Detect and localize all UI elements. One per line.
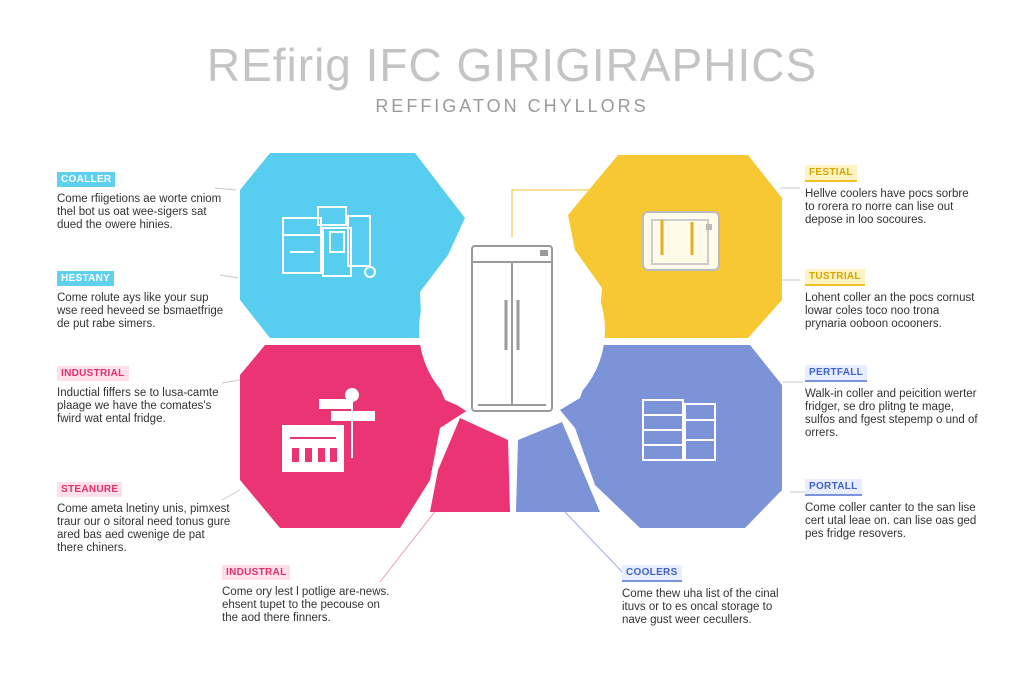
- callout-tag: COALLER: [57, 172, 116, 187]
- callout-left-1: COALLER Come rfiigetions ae worte cniom …: [57, 169, 232, 232]
- callout-text: Come coller canter to the san lise cert …: [805, 502, 977, 540]
- callout-text: Walk-in coller and peicition werter frid…: [805, 388, 978, 439]
- callout-tag: COOLERS: [622, 565, 682, 582]
- connector-line: [379, 504, 441, 583]
- callout-left-4: STEANURE Come ameta lnetiny unis, pimxes…: [57, 479, 232, 555]
- callout-text: Come thew uha list of the cinal ituvs or…: [622, 588, 779, 626]
- connector-lines: [214, 187, 806, 583]
- cabinet-icon: [642, 399, 716, 461]
- callout-right-4: PORTALL Come coller canter to the san li…: [805, 476, 980, 541]
- callout-text: Hellve coolers have pocs sorbre to rorer…: [805, 188, 969, 226]
- connector-line: [219, 274, 239, 279]
- callout-text: Come rfiigetions ae worte cniom thel bot…: [57, 193, 222, 231]
- appliances-icon: [282, 206, 376, 278]
- callout-tag: STEANURE: [57, 482, 123, 497]
- connector-line: [511, 189, 610, 240]
- callout-left-3: INDUSTRIAL Inductial fiffers se to lusa-…: [57, 363, 232, 426]
- callout-tag: INDUSTRAL: [222, 565, 291, 580]
- display-cooler-icon: [642, 211, 720, 271]
- callout-bottom-1: INDUSTRAL Come ory lest l potlige are-ne…: [222, 562, 392, 625]
- callout-right-3: PERTFALL Walk-in coller and peicition we…: [805, 362, 980, 440]
- callout-right-1: FESTIAL Hellve coolers have pocs sorbre …: [805, 162, 980, 227]
- callout-text: Inductial fiffers se to lusa-camte plaag…: [57, 387, 219, 425]
- callout-bottom-2: COOLERS Come thew uha list of the cinal …: [622, 562, 792, 627]
- callout-right-2: TUSTRIAL Lohent coller an the pocs cornu…: [805, 266, 980, 331]
- callout-tag: FESTIAL: [805, 165, 857, 182]
- callout-text: Come rolute ays like your sup wse reed h…: [57, 292, 224, 330]
- connector-line: [221, 379, 241, 384]
- industrial-icon: [282, 388, 375, 472]
- callout-text: Come ory lest l potlige are-news. ehsent…: [222, 586, 390, 624]
- pink-petal-lower: [430, 418, 510, 512]
- pink-petal: [240, 345, 468, 528]
- callout-text: Come ameta lnetiny unis, pimxest traur o…: [57, 503, 231, 554]
- callout-tag: HESTANY: [57, 271, 115, 286]
- callout-tag: TUSTRIAL: [805, 269, 865, 286]
- callout-tag: PERTFALL: [805, 365, 868, 382]
- blue-petal: [560, 345, 782, 528]
- blue-petal-lower: [516, 422, 600, 512]
- callout-left-2: HESTANY Come rolute ays like your sup ws…: [57, 268, 232, 331]
- page-subtitle: REFFIGATON CHYLLORS: [375, 96, 649, 116]
- refrigerator-icon: [471, 245, 553, 412]
- cyan-petal: [240, 153, 465, 338]
- callout-text: Lohent coller an the pocs cornust lowar …: [805, 292, 975, 330]
- callout-tag: INDUSTRIAL: [57, 366, 129, 381]
- callout-tag: PORTALL: [805, 479, 862, 496]
- connector-line: [214, 187, 237, 191]
- connector-line: [221, 489, 241, 501]
- connector-line: [564, 511, 629, 579]
- page-title: REfirig IFC GIRIGIRAPHICS: [206, 39, 818, 91]
